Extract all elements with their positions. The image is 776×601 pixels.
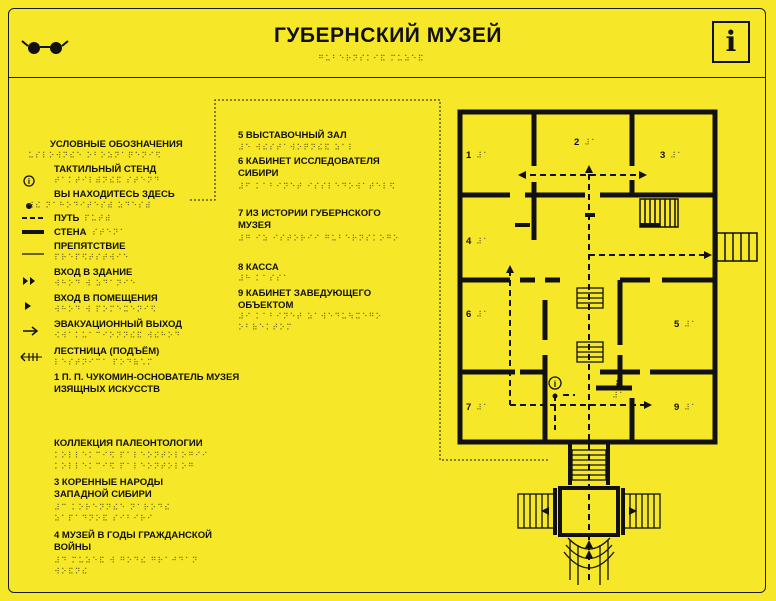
legend-item-braille: ⠇⠑⠎⠞⠝⠊⠉⠁ ⠏⠕⠙⠷⠡⠍ bbox=[54, 358, 154, 367]
room-2-braille: ⠅⠕⠇⠇⠑⠅⠉⠊⠫ ⠏⠁⠇⠑⠕⠝⠞⠕⠇⠕⠛⠊⠊ bbox=[54, 451, 209, 460]
legend-item-braille: ⠏⠗⠑⠏⠫⠞⠎⠞⠺⠊⠑ bbox=[54, 253, 130, 262]
room-9-title: 9 КАБИНЕТ ЗАВЕДУЮЩЕГО bbox=[238, 288, 372, 299]
legend-item-braille: ⠺⠓⠕⠙ ⠺ ⠏⠕⠍⠑⠭⠑⠝⠊⠫ bbox=[54, 305, 158, 314]
plan-room-6-number: 6 bbox=[466, 309, 472, 320]
plan-room-braille: ⠼⠁ bbox=[476, 151, 490, 160]
svg-text:i: i bbox=[554, 379, 557, 389]
legend-item-braille: ⠺⠓⠕⠙ ⠺ ⠵⠙⠁⠝⠊⠑ bbox=[54, 279, 137, 288]
room-5-braille: ⠼⠑ ⠺⠮⠎⠞⠁⠺⠕⠟⠝⠮⠯ ⠵⠁⠇ bbox=[238, 143, 355, 152]
plan-room-braille: ⠼⠁ bbox=[670, 151, 684, 160]
plan-room-braille: ⠼⠁ bbox=[476, 310, 490, 319]
plan-room-braille: ⠼⠁ bbox=[476, 403, 490, 412]
room-5-title: 5 ВЫСТАВОЧНЫЙ ЗАЛ bbox=[238, 130, 347, 141]
plan-room-8-number: 8 bbox=[616, 378, 622, 389]
legend-item-label: СТЕНА bbox=[54, 227, 87, 238]
plan-room-braille: ⠼⠁ bbox=[476, 237, 490, 246]
legend-item-braille: ⠪⠺⠁⠅⠥⠁⠉⠊⠕⠝⠝⠮⠯ ⠺⠮⠓⠕⠙ bbox=[54, 331, 182, 340]
room-3-braille: ⠼⠉ ⠅⠕⠗⠑⠝⠝⠮⠑ ⠝⠁⠗⠕⠙⠮ bbox=[54, 503, 171, 512]
wall-line-icon bbox=[22, 230, 44, 234]
plan-room-1-number: 1 bbox=[466, 150, 472, 161]
info-circle-icon: i bbox=[23, 175, 35, 187]
obstacle-line-icon bbox=[22, 253, 44, 255]
plan-room-braille: ⠼⠁ bbox=[612, 391, 626, 400]
legend-item-label: ВХОД В ПОМЕЩЕНИЯ bbox=[54, 293, 158, 304]
legend-item-label: ВЫ НАХОДИТЕСЬ ЗДЕСЬ bbox=[54, 189, 175, 200]
info-icon: i bbox=[712, 21, 750, 63]
room-4-braille: ⠼⠙ ⠍⠥⠵⠑⠯ ⠺ ⠛⠕⠙⠮ ⠛⠗⠁⠚⠙⠁⠝ bbox=[54, 556, 199, 565]
legend-heading-braille: ⠥⠎⠇⠕⠺⠝⠮⠑ ⠕⠃⠕⠵⠝⠁⠟⠑⠝⠊⠫ bbox=[28, 151, 162, 160]
legend-heading: УСЛОВНЫЕ ОБОЗНАЧЕНИЯ bbox=[50, 139, 183, 150]
legend-item-braille: ⠎⠞⠑⠝⠁ bbox=[92, 228, 127, 237]
room-6-title-line2: СИБИРИ bbox=[238, 168, 279, 179]
room-9-braille-line2: ⠕⠃⠷⠑⠅⠞⠕⠍ bbox=[238, 323, 293, 332]
room-3-title-line2: ЗАПАДНОЙ СИБИРИ bbox=[54, 489, 152, 500]
plan-room-braille: ⠼⠁ bbox=[684, 320, 698, 329]
legend-item-label: ПУТЬ bbox=[54, 213, 80, 224]
path-dashed-icon bbox=[22, 217, 44, 219]
legend-item-label: ТАКТИЛЬНЫЙ СТЕНД bbox=[54, 164, 157, 175]
room-2-braille-line2: ⠅⠕⠇⠇⠑⠅⠉⠊⠫ ⠏⠁⠇⠑⠕⠝⠞⠕⠇⠕⠛ bbox=[54, 462, 195, 471]
room-3-braille-line2: ⠵⠁⠏⠁⠙⠝⠕⠯ ⠎⠊⠃⠊⠗⠊ bbox=[54, 514, 154, 523]
title-braille: ⠛⠥⠃⠑⠗⠝⠎⠅⠊⠯ ⠍⠥⠵⠑⠯ bbox=[318, 54, 425, 63]
plan-room-5-number: 5 bbox=[674, 319, 680, 330]
room-6-title: 6 КАБИНЕТ ИССЛЕДОВАТЕЛЯ bbox=[238, 156, 380, 167]
plan-room-2-number: 2 bbox=[574, 137, 580, 148]
board-frame bbox=[8, 8, 766, 593]
room-7-title: 7 ИЗ ИСТОРИИ ГУБЕРНСКОГО bbox=[238, 208, 381, 219]
room-3-title: 3 КОРЕННЫЕ НАРОДЫ bbox=[54, 477, 164, 488]
room-9-braille: ⠼⠊ ⠅⠁⠃⠊⠝⠑⠞ ⠵⠁⠺⠑⠙⠥⠳⠭⠑⠛⠕ bbox=[238, 312, 383, 321]
legend-item-braille: ⠞⠁⠅⠞⠊⠇⠾⠝⠮⠯ ⠎⠞⠑⠝⠙ bbox=[54, 176, 161, 185]
building-entrance-icon bbox=[23, 277, 35, 285]
legend-item-braille: ⠺⠮ ⠝⠁⠓⠕⠙⠊⠞⠑⠎⠾ ⠵⠙⠑⠎⠾ bbox=[28, 201, 152, 210]
svg-text:i: i bbox=[28, 177, 30, 186]
evacuation-exit-icon bbox=[23, 326, 39, 336]
room-9-title-line2: ОБЪЕКТОМ bbox=[238, 300, 294, 311]
room-4-braille-line2: ⠺⠕⠯⠝⠮ bbox=[54, 567, 89, 576]
room-4-title-line2: ВОЙНЫ bbox=[54, 542, 92, 553]
room-2-title: КОЛЛЕКЦИЯ ПАЛЕОНТОЛОГИИ bbox=[54, 438, 203, 449]
plan-room-4-number: 4 bbox=[466, 236, 472, 247]
room-7-braille: ⠼⠛ ⠊⠵ ⠊⠎⠞⠕⠗⠊⠊ ⠛⠥⠃⠑⠗⠝⠎⠅⠕⠛⠕ bbox=[238, 234, 400, 243]
glasses-icon bbox=[21, 40, 69, 54]
room-1-title-line2: ИЗЯЩНЫХ ИСКУССТВ bbox=[54, 384, 160, 395]
room-8-braille: ⠼⠓ ⠅⠁⠎⠎⠁ bbox=[238, 274, 290, 283]
legend-item-label: ПРЕПЯТСТВИЕ bbox=[54, 241, 126, 252]
room-1-title: 1 П. П. ЧУКОМИН-ОСНОВАТЕЛЬ МУЗЕЯ bbox=[54, 372, 240, 383]
legend-item-label: ЛЕСТНИЦА (ПОДЪЁМ) bbox=[54, 346, 160, 357]
page-title: ГУБЕРНСКИЙ МУЗЕЙ bbox=[273, 24, 503, 47]
legend-item-label: ВХОД В ЗДАНИЕ bbox=[54, 267, 133, 278]
header-divider bbox=[8, 77, 766, 78]
plan-room-3-number: 3 bbox=[660, 150, 666, 161]
room-entrance-icon bbox=[25, 302, 31, 310]
plan-room-braille: ⠼⠁ bbox=[584, 138, 598, 147]
room-7-title-line2: МУЗЕЯ bbox=[238, 220, 271, 231]
room-4-title: 4 МУЗЕЙ В ГОДЫ ГРАЖДАНСКОЙ bbox=[54, 530, 212, 541]
plan-room-braille: ⠼⠁ bbox=[684, 403, 698, 412]
legend-item-braille: ⠏⠥⠞⠾ bbox=[84, 214, 112, 223]
plan-room-7-number: 7 bbox=[466, 402, 472, 413]
you-are-here-icon bbox=[26, 203, 32, 209]
room-8-title: 8 КАССА bbox=[238, 262, 279, 273]
legend-item-label: ЭВАКУАЦИОННЫЙ ВЫХОД bbox=[54, 319, 183, 330]
room-6-braille: ⠼⠋ ⠅⠁⠃⠊⠝⠑⠞ ⠊⠎⠎⠇⠑⠙⠕⠺⠁⠞⠑⠇⠫ bbox=[238, 182, 396, 191]
stairs-up-icon bbox=[20, 352, 42, 362]
plan-room-9-number: 9 bbox=[674, 402, 680, 413]
